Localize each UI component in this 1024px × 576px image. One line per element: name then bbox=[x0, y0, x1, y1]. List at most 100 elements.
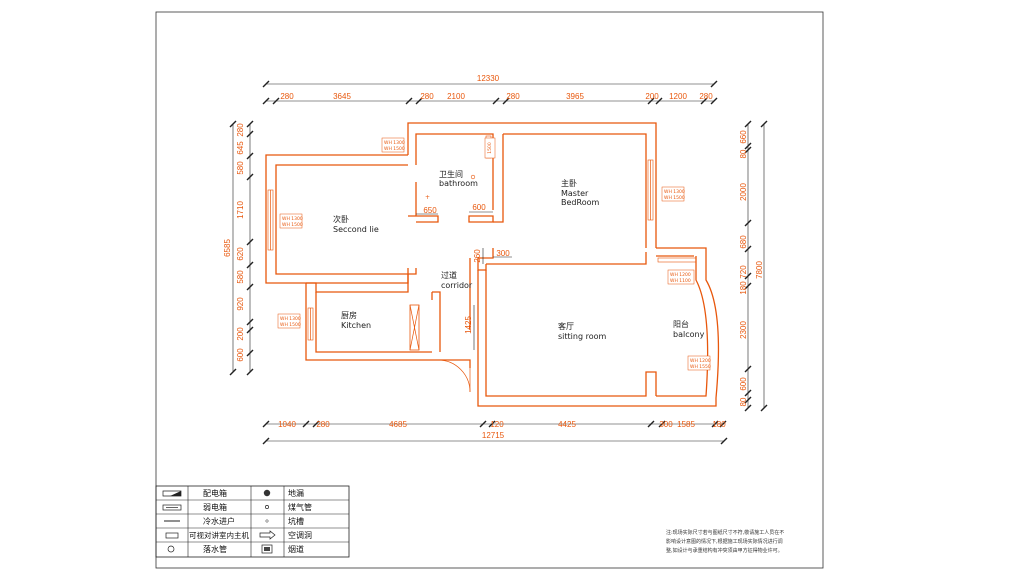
left-dim-3: 1710 bbox=[236, 201, 245, 219]
legend-label-4-right: 烟道 bbox=[288, 544, 304, 554]
pit-icon bbox=[265, 519, 269, 523]
intercom-host-icon bbox=[165, 532, 179, 539]
bottom-dim-6: 1585 bbox=[677, 420, 695, 429]
bath-door-right-dim: 600 bbox=[472, 203, 486, 212]
master-label-zh: 主卧 bbox=[561, 178, 577, 188]
window-tags: WH 1300 WH 1500 1500 WH 1300 WH 1500 WH … bbox=[277, 137, 711, 371]
top-dim-1: 3645 bbox=[333, 92, 351, 101]
inner-dimensions: 650 600 260 300 1425 bbox=[416, 203, 512, 350]
balcony-top-tag-1: WH 1200 bbox=[670, 272, 691, 278]
master-label-en2: BedRoom bbox=[561, 198, 599, 207]
right-dim-8: 80 bbox=[739, 397, 748, 406]
right-dim-1: 80 bbox=[739, 149, 748, 158]
master-window-tag-2: WH 1500 bbox=[664, 195, 685, 201]
bath-door-left-dim: 650 bbox=[423, 206, 437, 215]
second-window-tag-1: WH 1300 bbox=[282, 216, 303, 222]
right-dim-2: 2000 bbox=[739, 183, 748, 201]
kitchen-window-tag-1: WH 1300 bbox=[280, 316, 301, 322]
left-dim-7: 200 bbox=[236, 327, 245, 341]
right-dim-0: 660 bbox=[739, 130, 748, 144]
gas-mark-icon: + bbox=[425, 194, 430, 201]
legend-label-3-left: 可视对讲室内主机 bbox=[189, 530, 249, 540]
construction-note: 注:现场实际尺寸若与图纸尺寸不符,敬请施工人员在不 影响设计意图的情况下,根据施… bbox=[666, 529, 784, 554]
corridor-label-zh: 过道 bbox=[441, 270, 457, 280]
bathroom-label-en: bathroom bbox=[439, 179, 478, 188]
right-dim-7: 600 bbox=[739, 377, 748, 391]
top-dim-8: 280 bbox=[699, 92, 713, 101]
bottom-total-dim: 12715 bbox=[482, 431, 505, 440]
bottom-dimension-chain: 1040 280 4685 120 4425 300 1585 180 1271… bbox=[262, 420, 728, 445]
legend-label-2-right: 坑槽 bbox=[288, 516, 304, 526]
corridor-vertical-dim: 260 bbox=[473, 249, 482, 263]
flue-icon bbox=[261, 544, 273, 554]
left-dim-6: 920 bbox=[236, 297, 245, 311]
balcony-side-tag-2: WH 1550 bbox=[690, 364, 711, 370]
note-line-0: 注:现场实际尺寸若与图纸尺寸不符,敬请施工人员在不 bbox=[666, 529, 784, 536]
second-window-tag-2: WH 1500 bbox=[282, 222, 303, 228]
top-dim-0: 280 bbox=[280, 92, 294, 101]
master-window-tag-1: WH 1300 bbox=[664, 189, 685, 195]
top-dimension-chain: 12330 280 3645 280 2100 280 3965 200 120… bbox=[262, 74, 718, 105]
ac-hole-icon bbox=[259, 530, 276, 540]
legend-label-1-left: 弱电箱 bbox=[203, 502, 227, 512]
bottom-dim-3: 120 bbox=[490, 420, 504, 429]
note-line-1: 影响设计意图的情况下,根据施工现场实际情况进行调 bbox=[666, 538, 783, 545]
left-dim-1: 645 bbox=[236, 141, 245, 155]
second-label-en: Seccond lie bbox=[333, 225, 379, 234]
sitting-label-en: sitting room bbox=[558, 332, 606, 341]
balcony-label-en: balcony bbox=[673, 330, 705, 339]
corridor-horizontal-dim: 300 bbox=[496, 249, 510, 258]
right-dim-3: 680 bbox=[739, 235, 748, 249]
balcony-side-tag-1: WH 1200 bbox=[690, 358, 711, 364]
legend-label-4-left: 落水管 bbox=[203, 544, 227, 554]
second-label-zh: 次卧 bbox=[333, 214, 349, 224]
kitchen-label-en: Kitchen bbox=[341, 321, 371, 330]
drain-pipe-icon bbox=[167, 545, 175, 553]
left-dim-0: 280 bbox=[236, 123, 245, 137]
left-total-dim: 6585 bbox=[223, 239, 232, 257]
legend-label-0-right: 地漏 bbox=[288, 488, 304, 498]
right-dim-6: 2300 bbox=[739, 321, 748, 339]
kitchen-vertical-dim: 1425 bbox=[464, 316, 473, 334]
legend-label-2-left: 冷水进户 bbox=[203, 516, 235, 526]
bottom-dim-2: 4685 bbox=[389, 420, 407, 429]
top-dim-6: 200 bbox=[645, 92, 659, 101]
right-total-dim: 7800 bbox=[755, 261, 764, 279]
legend-label-0-left: 配电箱 bbox=[203, 488, 227, 498]
bottom-dim-0: 1040 bbox=[278, 420, 296, 429]
sitting-label-zh: 客厅 bbox=[558, 321, 574, 331]
bottom-dim-7: 180 bbox=[712, 420, 726, 429]
left-dim-5: 580 bbox=[236, 270, 245, 284]
bath-window-tag-1: WH 1300 bbox=[384, 140, 405, 146]
floor-drain-legend-icon bbox=[263, 489, 271, 497]
legend-table: 配电箱 弱电箱 冷水进户 可视对讲室内主机 落水管 地漏 煤气管 坑槽 空调洞 … bbox=[155, 485, 350, 558]
balcony-label-zh: 阳台 bbox=[673, 319, 689, 329]
right-dim-4: 720 bbox=[739, 265, 748, 279]
weak-current-box-icon bbox=[162, 504, 182, 511]
top-dim-3: 2100 bbox=[447, 92, 465, 101]
floor-drain-icon bbox=[470, 174, 476, 180]
bottom-dim-4: 4425 bbox=[558, 420, 576, 429]
top-total-dim: 12330 bbox=[477, 74, 500, 83]
top-dim-5: 3965 bbox=[566, 92, 584, 101]
balcony-top-tag-2: WH 1100 bbox=[670, 278, 691, 284]
windows bbox=[267, 135, 697, 351]
top-dim-7: 1200 bbox=[669, 92, 687, 101]
bath-window-tag-2: WH 1500 bbox=[384, 146, 405, 152]
legend-label-3-right: 空调洞 bbox=[288, 530, 312, 540]
kitchen-window-tag-2: WH 1500 bbox=[280, 322, 301, 328]
walls bbox=[265, 122, 720, 407]
corridor-label-en: corridor bbox=[441, 281, 473, 290]
left-dim-4: 620 bbox=[236, 247, 245, 261]
legend-label-1-right: 煤气管 bbox=[288, 502, 312, 512]
gas-pipe-icon bbox=[265, 505, 269, 509]
room-labels: 卫生间 bathroom 主卧 Master BedRoom 次卧 Seccon… bbox=[333, 169, 705, 341]
top-dim-4: 280 bbox=[506, 92, 520, 101]
master-label-en1: Master bbox=[561, 189, 589, 198]
kitchen-label-zh: 厨房 bbox=[341, 310, 357, 320]
left-dim-8: 600 bbox=[236, 348, 245, 362]
right-dim-5: 180 bbox=[739, 281, 748, 295]
left-dimension-chain: 6585 280 645 580 1710 620 580 920 200 60… bbox=[223, 120, 254, 376]
